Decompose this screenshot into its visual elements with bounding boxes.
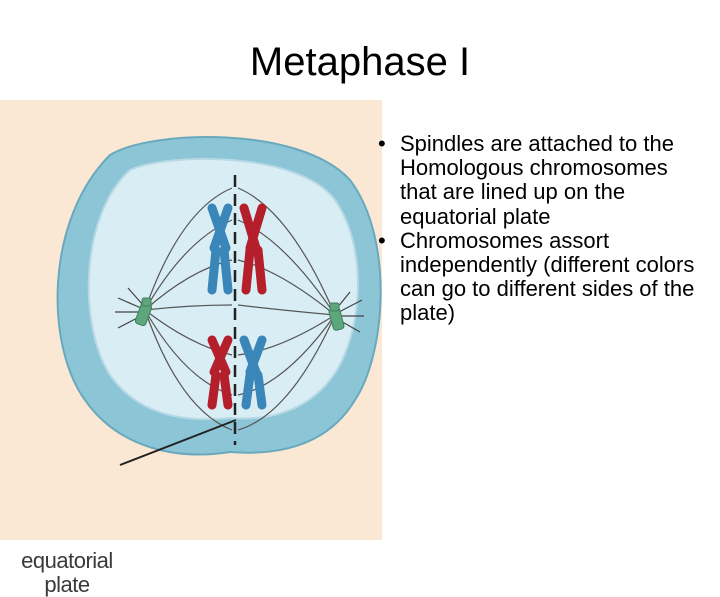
- chromosome-pair-upper: [207, 203, 267, 295]
- caption-pointer-line: [119, 419, 237, 466]
- equatorial-plate-caption: equatorial plate: [21, 548, 113, 597]
- cell-inner-cytoplasm: [87, 157, 359, 421]
- bullet-list: Spindles are attached to the Homologous …: [372, 131, 702, 326]
- bullet-item: Chromosomes assort independently (differ…: [372, 228, 702, 326]
- metaphase-illustration: [0, 100, 382, 540]
- centrosome-left: [134, 297, 153, 327]
- slide-title: Metaphase I: [249, 40, 471, 84]
- centrosome-right: [328, 302, 345, 331]
- chromosome-pair-lower: [207, 335, 267, 410]
- bullet-item: Spindles are attached to the Homologous …: [372, 131, 702, 229]
- metaphase-diagram: equatorial plate: [0, 100, 382, 597]
